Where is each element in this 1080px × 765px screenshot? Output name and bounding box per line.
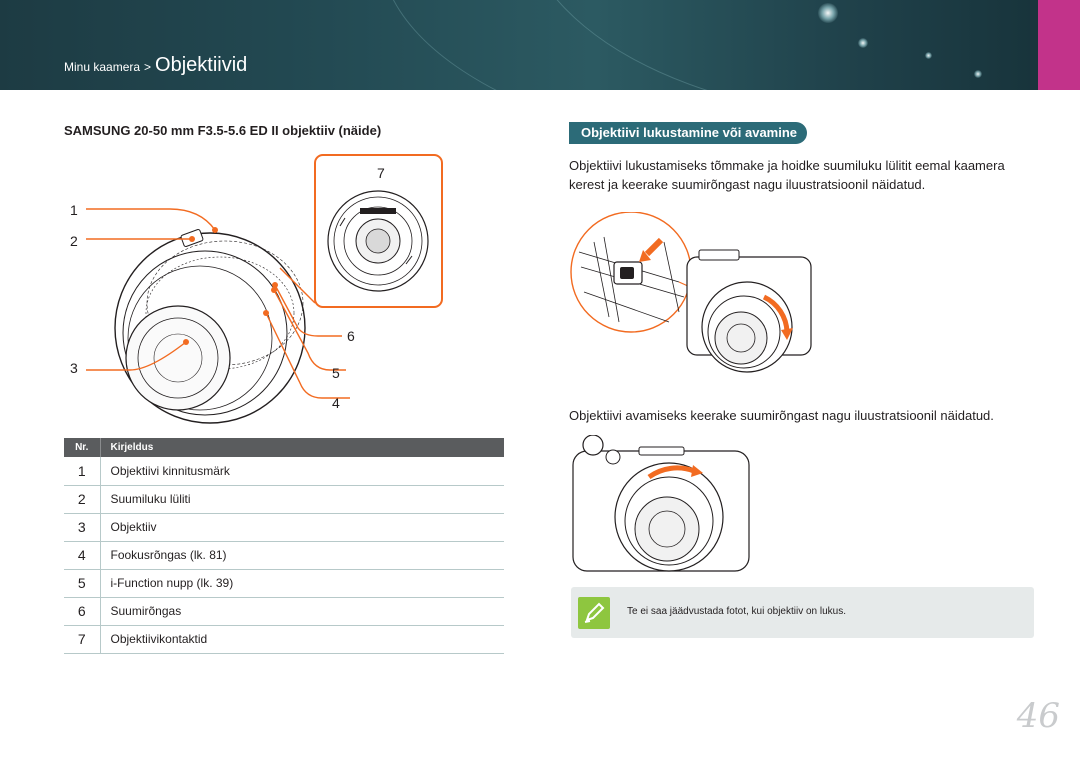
callout-4: 4	[332, 395, 340, 411]
tip-text: Te ei saa jäädvustada fotot, kui objekti…	[627, 606, 847, 617]
callout-dot-4	[263, 310, 269, 316]
callout-2: 2	[70, 233, 78, 249]
chapter-header: Minu kaamera > Objektiivid	[0, 0, 1080, 90]
tip-note: Te ei saa jäädvustada fotot, kui objekti…	[571, 587, 1034, 638]
page-title: Objektiivid	[155, 54, 248, 76]
row-description: Objektiivi kinnitusmärk	[99, 457, 504, 486]
table-row: 5 i-Function nupp (lk. 39)	[64, 569, 504, 598]
row-description: i-Function nupp (lk. 39)	[99, 569, 504, 598]
header-decor-light	[818, 3, 838, 23]
header-decor-light	[858, 38, 868, 48]
callout-dot-3	[183, 339, 189, 345]
section-title: Objektiivi lukustamine või avamine	[569, 122, 808, 144]
lock-illustration	[570, 212, 812, 373]
row-description: Objektiivikontaktid	[99, 625, 504, 654]
callout-line-7	[279, 267, 316, 304]
callout-dot-1	[212, 227, 218, 233]
callout-1: 1	[70, 202, 78, 218]
header-accent-tab	[1038, 0, 1080, 90]
row-number: 3	[64, 513, 100, 542]
pull-arrow	[644, 237, 664, 257]
page-number: 46	[1016, 696, 1060, 736]
callout-line-3	[86, 341, 187, 371]
table-header-number: Nr.	[64, 438, 100, 457]
lock-instructions: Objektiivi lukustamiseks tõmmake ja hoid…	[569, 158, 1005, 192]
lens-front-illustration	[114, 229, 306, 424]
row-number: 1	[64, 457, 100, 486]
table-row: 1 Objektiivi kinnitusmärk	[64, 457, 504, 486]
callout-dot-5	[271, 287, 277, 293]
row-number: 2	[64, 485, 100, 514]
row-description: Fookusrõngas (lk. 81)	[99, 541, 504, 570]
callout-5: 5	[332, 365, 340, 381]
header-decor-light	[925, 52, 932, 59]
callout-line-4	[265, 312, 350, 399]
unlock-instructions: Objektiivi avamiseks keerake suumirõngas…	[569, 408, 994, 423]
row-number: 6	[64, 597, 100, 626]
row-number: 7	[64, 625, 100, 654]
lens-diagram	[86, 154, 443, 424]
callout-dot-2	[189, 236, 195, 242]
lens-rear-illustration	[327, 190, 429, 292]
row-description: Suumiluku lüliti	[99, 485, 504, 514]
unlock-illustration	[572, 435, 750, 572]
table-row: 6 Suumirõngas	[64, 597, 504, 626]
callout-dot-6	[272, 282, 278, 288]
callout-line-5	[273, 289, 346, 371]
table-row: 2 Suumiluku lüliti	[64, 485, 504, 514]
callout-3: 3	[70, 360, 78, 376]
contacts-inset-frame	[314, 154, 443, 308]
header-decor-light	[974, 70, 982, 78]
table-row: 7 Objektiivikontaktid	[64, 625, 504, 654]
table-header-row: Nr. Kirjeldus	[64, 438, 504, 457]
table-header-description: Kirjeldus	[99, 438, 504, 457]
row-number: 4	[64, 541, 100, 570]
callout-7: 7	[377, 165, 385, 181]
callout-line-6	[274, 284, 342, 337]
row-description: Objektiiv	[99, 513, 504, 542]
callout-line-1	[86, 208, 216, 231]
lens-title: SAMSUNG 20-50 mm F3.5-5.6 ED II objektii…	[64, 123, 382, 138]
parts-table: Nr. Kirjeldus 1 Objektiivi kinnitusmärk …	[64, 438, 504, 654]
breadcrumb: Minu kaamera > Objektiivid	[64, 54, 247, 77]
row-number: 5	[64, 569, 100, 598]
table-row: 4 Fookusrõngas (lk. 81)	[64, 541, 504, 570]
breadcrumb-parent[interactable]: Minu kaamera	[64, 60, 141, 74]
pencil-note-icon	[578, 597, 610, 629]
rotate-arrow	[647, 465, 695, 480]
rotate-arrow	[762, 294, 790, 333]
table-row: 3 Objektiiv	[64, 513, 504, 542]
breadcrumb-separator: >	[144, 60, 152, 74]
callout-6: 6	[347, 328, 355, 344]
row-description: Suumirõngas	[99, 597, 504, 626]
